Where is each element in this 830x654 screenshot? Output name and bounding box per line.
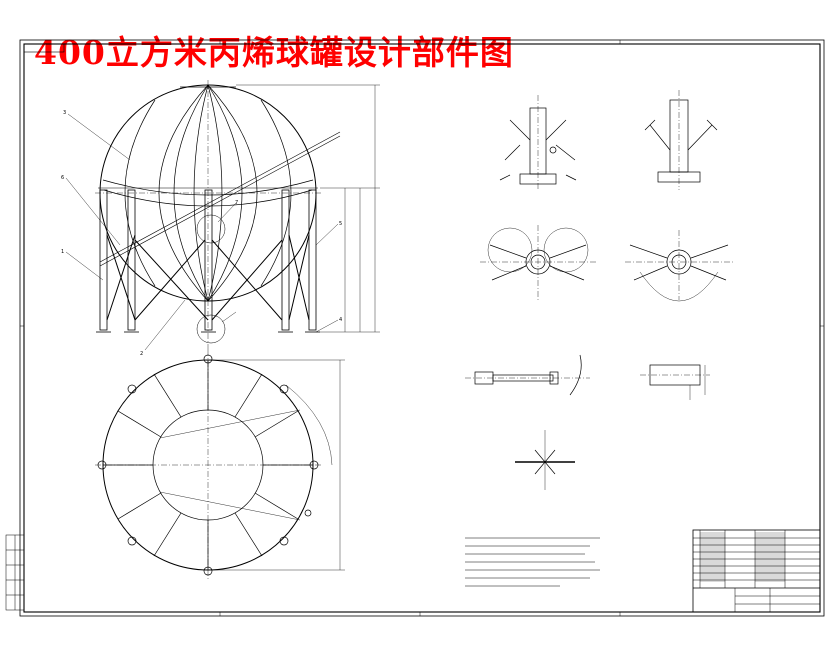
tank-plan-view [95,350,321,580]
sheet-border-inner [23,43,821,613]
revision-table [5,534,25,611]
callout-7: 7 [235,200,238,206]
weld-detail [515,430,575,490]
callout-leaders [65,113,339,351]
drawing-title-banner: 400立方米丙烯球罐设计部件图 [34,33,514,72]
callout-1: 1 [61,249,64,255]
detail-circle-upper [196,214,226,244]
cross-bracing [106,234,310,321]
top-left-label-box [23,43,65,53]
title-block [692,529,821,613]
detail-plate [640,364,710,400]
elevation-dimensions [236,84,380,333]
plan-angle-dimension [210,359,345,571]
detail-view-a [499,95,577,190]
technical-notes [465,537,600,587]
tank-front-elevation [95,80,341,350]
zone-ticks [20,40,824,616]
detail-view-b [644,90,718,190]
callout-2: 2 [140,351,143,357]
sheet-border-outer [19,39,825,617]
callout-3: 3 [63,110,66,116]
support-columns [96,187,320,333]
detail-circle-lower [196,314,226,344]
callout-5: 5 [339,221,342,227]
detail-section-c [480,225,596,300]
detail-rod [465,354,590,396]
callout-4: 4 [339,317,342,323]
callout-6: 6 [61,175,64,181]
